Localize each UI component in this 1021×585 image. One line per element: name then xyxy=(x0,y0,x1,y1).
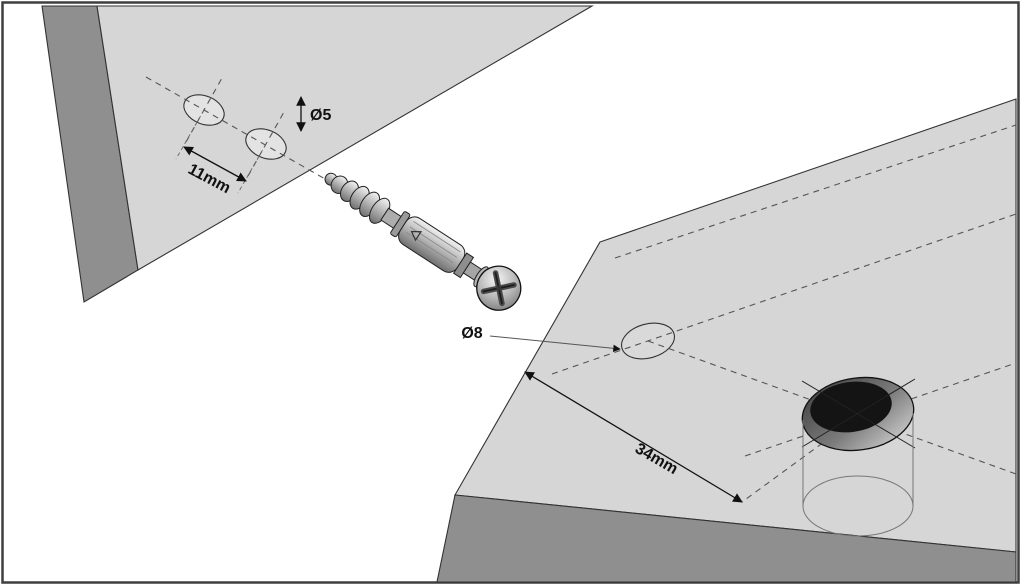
left-panel: 11mm Ø5 xyxy=(41,5,595,303)
callout-diameter-8: Ø8 xyxy=(461,325,621,353)
barrel-ribs xyxy=(402,221,461,269)
cam-hole-depth-shadow xyxy=(810,381,892,433)
dimension-line-11mm xyxy=(183,146,247,182)
left-panel-hole-centerline xyxy=(145,76,349,193)
cam-dowel-screw xyxy=(324,172,522,311)
screw-head-center xyxy=(496,285,502,291)
orientation-arrow-icon xyxy=(410,230,423,242)
cam-hole-cylinder xyxy=(802,413,914,537)
dimension-line-34mm xyxy=(524,371,743,503)
leader-line-diameter-8 xyxy=(489,335,621,353)
dimension-diameter-5: Ø5 xyxy=(296,96,331,132)
dimension-label-diameter-8: Ø8 xyxy=(461,325,482,342)
dimension-label-diameter-5: Ø5 xyxy=(310,107,331,124)
cam-hole xyxy=(801,376,916,537)
extension-line-hole-2 xyxy=(237,143,267,194)
guide-line-top-edge xyxy=(614,124,1017,259)
left-panel-end-face xyxy=(96,5,595,271)
right-panel: 34mm Ø8 xyxy=(436,98,1017,583)
extension-line-hole-1 xyxy=(175,109,205,160)
guide-line-through-pilot-hole xyxy=(551,213,1017,375)
right-panel-front-face xyxy=(436,494,1017,583)
screw-head xyxy=(476,265,522,311)
cam-hole-cross-lines xyxy=(801,378,916,449)
